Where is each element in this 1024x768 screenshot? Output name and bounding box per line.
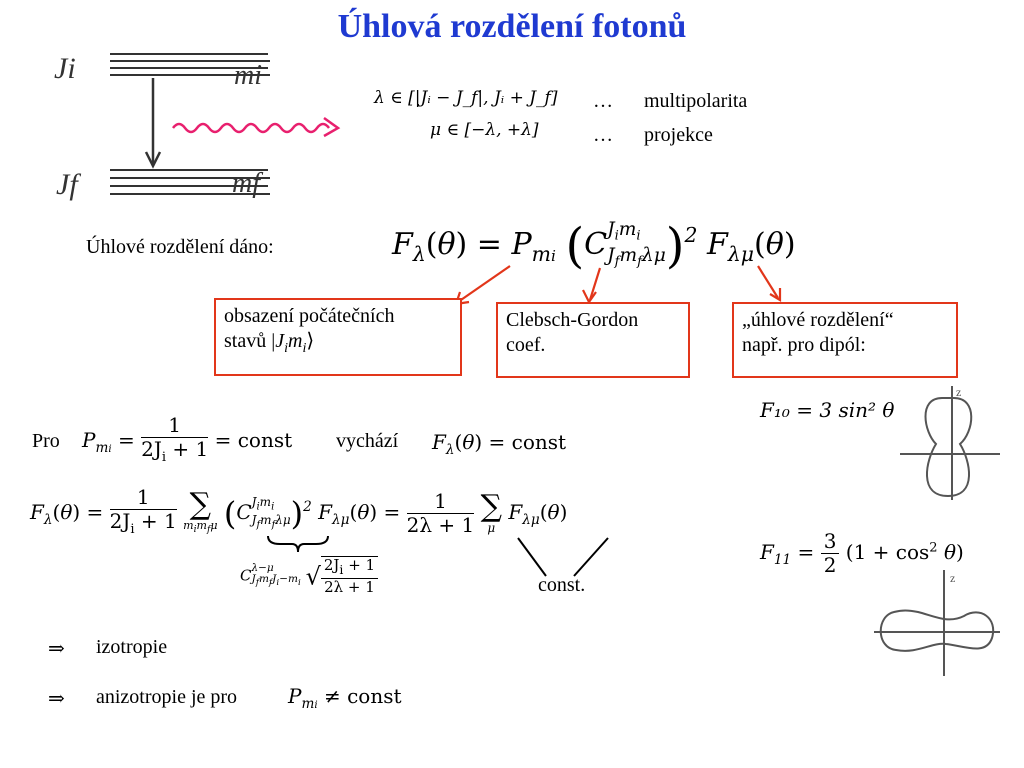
label-mf: mf xyxy=(232,168,263,199)
const-label: const. xyxy=(538,574,586,596)
initial-state-box-line1: obsazení počátečních xyxy=(224,305,395,327)
multipolarity-label: multipolarita xyxy=(644,90,748,112)
angular-box-line2: např. pro dipól: xyxy=(742,334,866,356)
isotropic-result-formula: Fλ(θ) = const xyxy=(432,430,567,458)
angular-distribution-box: „úhlové rozdělení“ např. pro dipól: xyxy=(732,302,958,378)
f11-pattern-sketch: z xyxy=(874,570,1000,676)
anisotropy-label: anizotropie je pro xyxy=(96,686,238,708)
z-axis-label-1: z xyxy=(956,385,961,399)
initial-state-prefix: stavů | xyxy=(224,330,276,352)
f10-pattern-sketch: z xyxy=(900,385,1000,500)
pro-label: Pro xyxy=(32,430,60,452)
slide-title: Úhlová rozdělení fotonů xyxy=(337,8,687,45)
f10-formula: F₁₀ = 3 sin² θ xyxy=(760,398,895,422)
const-text-3: const xyxy=(347,684,402,708)
underbrace xyxy=(267,535,329,553)
angular-box-line1: „úhlové rozdělení“ xyxy=(742,309,894,331)
clebsch-gordon-line1: Clebsch-Gordon xyxy=(506,309,639,331)
implies-arrow-2: ⇒ xyxy=(48,688,65,710)
ellipsis-2: … xyxy=(593,124,613,146)
label-mi: mi xyxy=(234,60,262,91)
isotropy-label: izotropie xyxy=(96,636,168,658)
initial-state-box-line2: stavů |Jimi⟩ xyxy=(224,330,315,356)
label-jf: Jf xyxy=(56,168,81,201)
label-ji: Ji xyxy=(54,52,76,85)
implies-arrow-1: ⇒ xyxy=(48,638,65,660)
energy-level-sketch: Ji mi Jf mf xyxy=(54,52,341,201)
clebsch-gordon-line2: coef. xyxy=(506,334,546,356)
ellipsis-1: … xyxy=(593,90,613,112)
lambda-range-formula: λ ∈ [|Jᵢ − J_f|, Jᵢ + J_f] xyxy=(374,88,558,108)
const-text-2: const xyxy=(511,430,567,454)
const-pointer-lines xyxy=(517,537,609,577)
mu-range-formula: μ ∈ [−λ, +λ] xyxy=(430,120,539,140)
projection-label: projekce xyxy=(644,124,713,146)
anisotropy-condition: Pmi ≠ const xyxy=(288,684,402,712)
const-text-1: const xyxy=(237,428,293,452)
clebsch-gordon-box: Clebsch-Gordon coef. xyxy=(496,302,690,378)
z-axis-label-2: z xyxy=(950,571,955,585)
vychazi-label: vychází xyxy=(336,430,399,452)
initial-state-box: obsazení počátečních stavů |Jimi⟩ xyxy=(214,298,462,376)
angular-distribution-label: Úhlové rozdělení dáno: xyxy=(86,236,274,258)
